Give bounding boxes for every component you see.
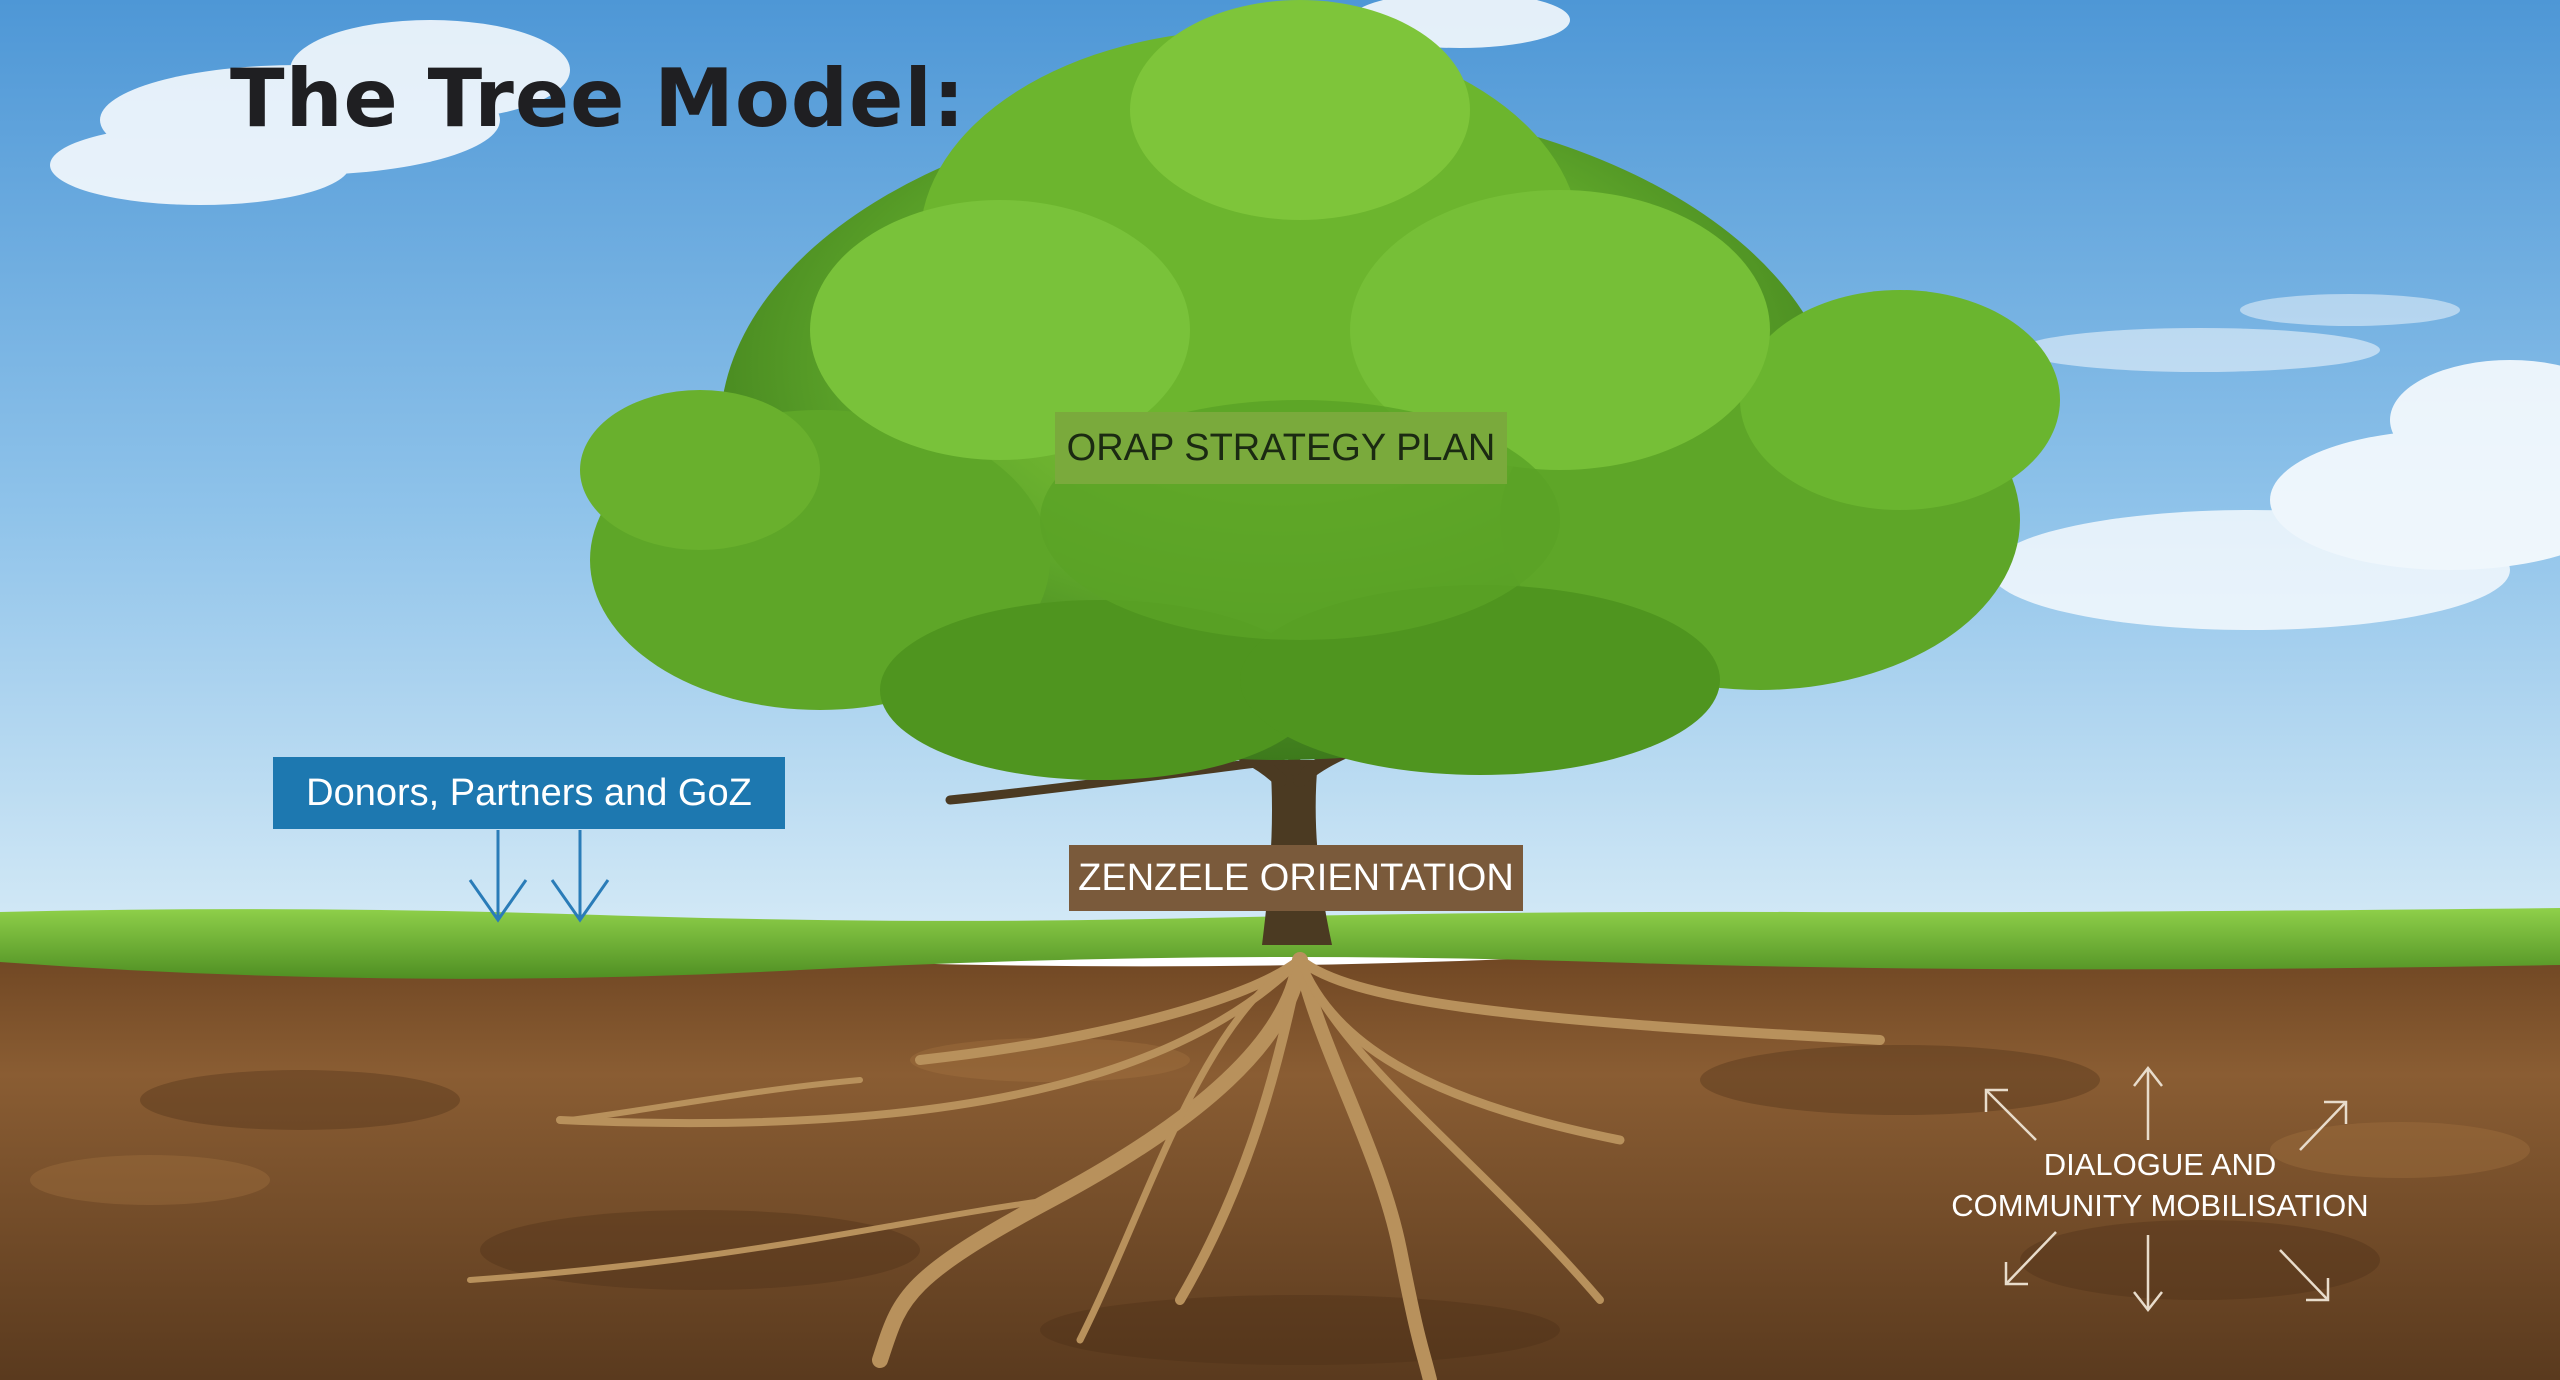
soil-texture bbox=[140, 1045, 2380, 1365]
page-title: The Tree Model: bbox=[230, 52, 966, 145]
arrow-down-icon bbox=[550, 830, 610, 923]
dialogue-arrows bbox=[1984, 1065, 2348, 1313]
tree-roots bbox=[467, 952, 1885, 1380]
orap-strategy-box bbox=[1055, 412, 1507, 484]
clouds bbox=[50, 0, 2560, 630]
arrow-up-left-icon bbox=[1984, 1088, 2037, 1141]
donors-partners-label: Donors, Partners and GoZ bbox=[306, 771, 752, 814]
arrow-up-icon bbox=[2133, 1065, 2163, 1140]
orap-strategy-label: ORAP STRATEGY PLAN bbox=[1066, 426, 1496, 469]
dialogue-line-1: DIALOGUE AND bbox=[2043, 1147, 2277, 1182]
soil-cross-section bbox=[0, 943, 2560, 1380]
dialogue-line-2: COMMUNITY MOBILISATION bbox=[1951, 1188, 2369, 1223]
donors-box bbox=[273, 757, 785, 829]
zenzele-orientation-label: ZENZELE ORIENTATION bbox=[1078, 856, 1514, 899]
arrow-down-icon bbox=[468, 830, 528, 923]
arrow-down-left-icon bbox=[2004, 1231, 2057, 1286]
arrow-down-right-icon bbox=[2279, 1249, 2330, 1302]
zenzele-box bbox=[1069, 845, 1523, 911]
dialogue-community-label: DIALOGUE AND COMMUNITY MOBILISATION bbox=[1940, 1140, 2380, 1230]
arrow-up-right-icon bbox=[2299, 1100, 2348, 1151]
donor-arrows bbox=[468, 830, 610, 923]
arrow-down-icon bbox=[2133, 1235, 2163, 1313]
